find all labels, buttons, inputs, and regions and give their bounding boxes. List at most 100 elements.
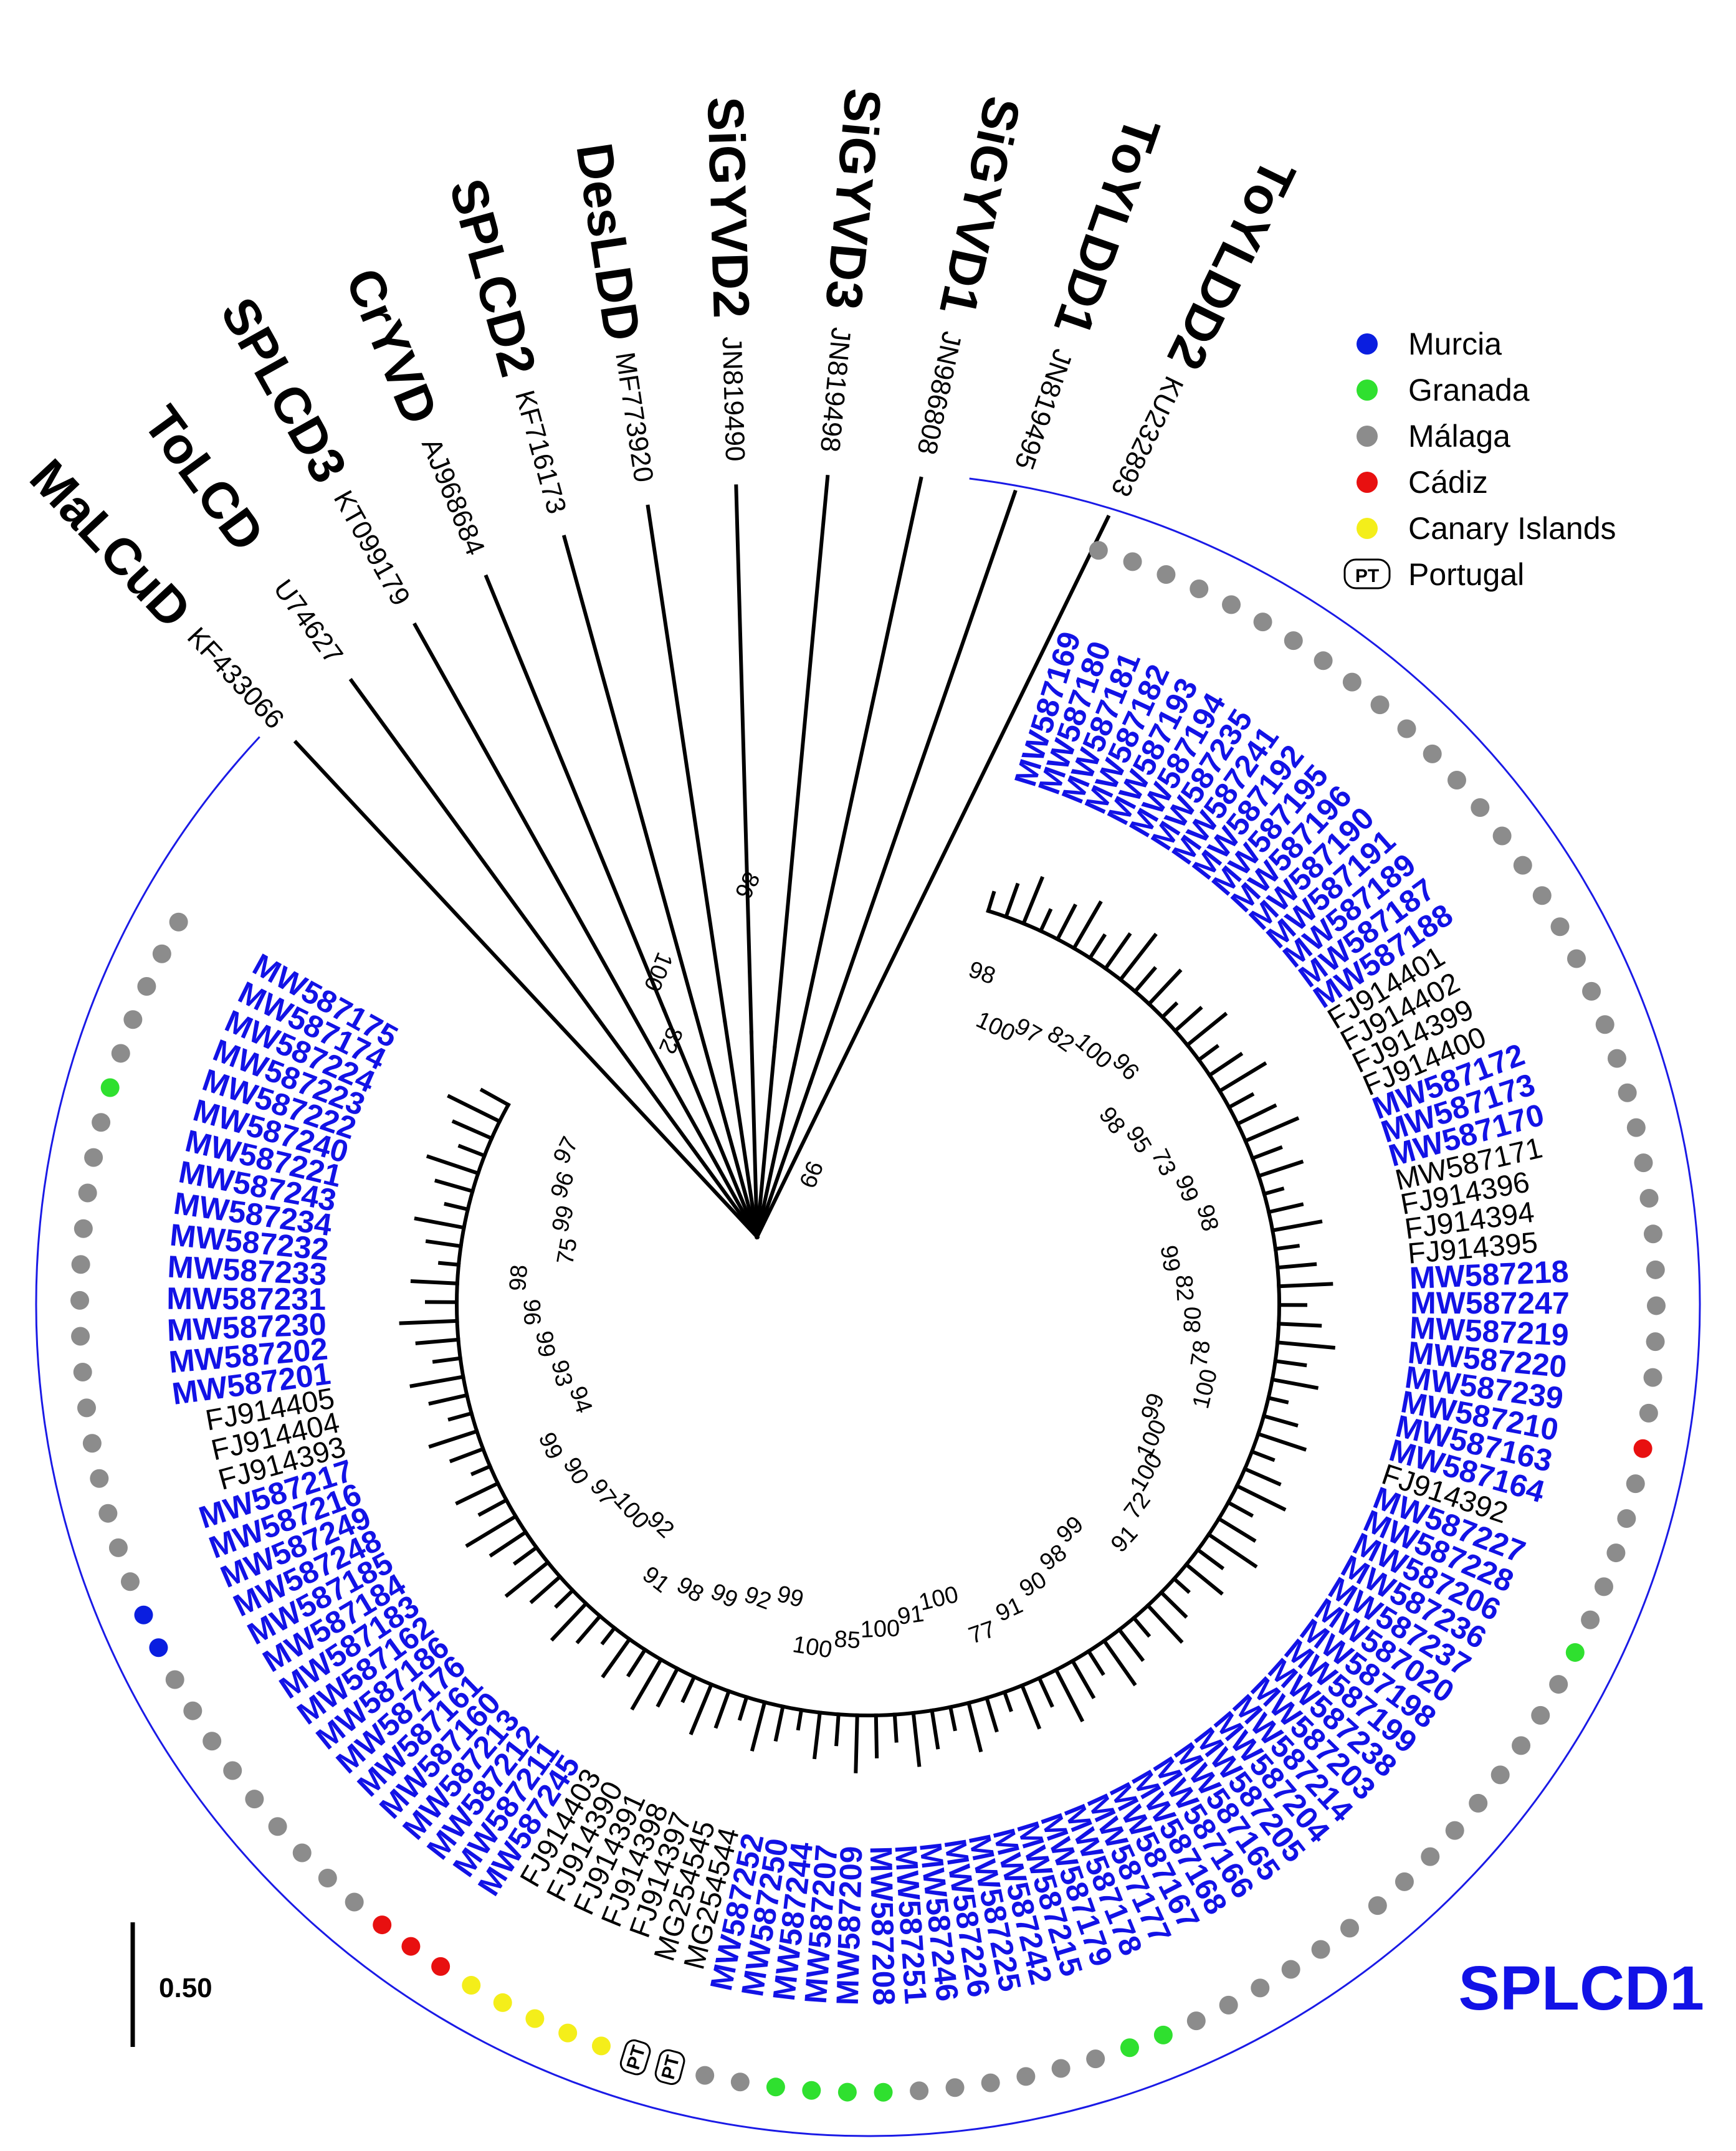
leaf-branch: [1195, 1547, 1225, 1570]
legend-dot: [1357, 426, 1378, 447]
clade-arc: [35, 477, 1701, 2137]
leaf-branch: [1206, 1532, 1258, 1569]
legend-item: Granada: [1357, 373, 1530, 408]
location-dot: [373, 1915, 392, 1935]
location-dot: [108, 1538, 128, 1557]
clade-label-splcd1: SPLCD1: [1458, 1953, 1704, 2023]
legend-label: Granada: [1408, 373, 1530, 408]
outgroup-accession: JN819495: [1008, 345, 1078, 474]
legend-dot: [1357, 333, 1378, 355]
outgroup-bootstrap: 100: [639, 948, 678, 995]
leaf-label: MW587247: [1410, 1285, 1570, 1320]
location-dot: [1469, 1793, 1488, 1813]
leaf-branch: [1172, 1006, 1203, 1034]
location-dot: [134, 1605, 153, 1624]
leaf-branch: [1183, 1562, 1224, 1596]
location-dot: [1567, 949, 1586, 968]
leaf-branch: [911, 1710, 922, 1767]
location-dot: [1089, 541, 1108, 560]
leaf-branch: [626, 1647, 648, 1678]
leaf-label: MW587209: [830, 1846, 869, 2006]
portugal-badge-box: [619, 2039, 651, 2076]
location-dot: [874, 2082, 893, 2102]
leaf-branch: [512, 1545, 540, 1566]
location-dot: [1490, 1765, 1510, 1785]
outgroup-accession: KF716173: [509, 387, 572, 517]
location-dot: [1368, 1896, 1387, 1915]
location-dot: [591, 2036, 611, 2056]
leaf-branch: [689, 1682, 714, 1735]
location-dot: [1626, 1474, 1645, 1494]
leaf-branch: [447, 1094, 502, 1124]
location-dot: [1646, 1296, 1666, 1315]
leaf-branch: [410, 1279, 459, 1285]
outgroup-name: ToYLDD2: [1156, 150, 1306, 378]
legend-label: Málaga: [1408, 419, 1510, 454]
location-dot: [1594, 1577, 1613, 1596]
location-dot: [1634, 1153, 1653, 1173]
bootstrap-label: 96: [546, 1168, 580, 1202]
outgroup-branch: [293, 740, 565, 1030]
location-dot: [766, 2077, 785, 2097]
location-dot: [345, 1892, 364, 1912]
location-dot: [1617, 1509, 1636, 1528]
legend-dot: [1357, 379, 1378, 401]
leaf-branch: [834, 1712, 841, 1747]
location-dot: [1421, 1847, 1440, 1866]
leaf-branch: [630, 1657, 664, 1711]
location-dot: [73, 1363, 92, 1382]
outgroup-stem: [749, 1031, 760, 1239]
outgroup-accession: MF773920: [609, 350, 659, 484]
outgroup-accession: U74627: [267, 574, 348, 669]
outgroup-stem: [593, 1013, 760, 1240]
location-dot: [1051, 2059, 1071, 2078]
location-dot: [1284, 631, 1303, 651]
bootstrap-label: 77: [965, 1616, 999, 1649]
outgroup-branch: [413, 622, 634, 1013]
location-dot: [1153, 2025, 1173, 2044]
location-dot: [1633, 1439, 1653, 1458]
portugal-badge: PT: [619, 2039, 651, 2076]
location-dot: [1157, 565, 1176, 584]
bootstrap-label: 96: [518, 1299, 545, 1325]
portugal-legend-badge: [1343, 558, 1391, 589]
location-dot: [74, 1219, 93, 1238]
bootstrap-label: 99: [547, 1203, 579, 1235]
outgroup-bootstrap: 86: [730, 867, 765, 902]
bootstrap-label: 95: [1120, 1122, 1157, 1158]
location-dot: [1222, 595, 1241, 614]
outgroup-stem: [627, 1008, 760, 1240]
leaf-branch: [1002, 1689, 1013, 1712]
leaf-branch: [984, 1696, 999, 1733]
leaf-branch: [1171, 1576, 1191, 1594]
bootstrap-label: 93: [546, 1358, 577, 1389]
leaf-branch: [1021, 875, 1045, 926]
legend-label: Cádiz: [1408, 465, 1488, 500]
bootstrap-label: 80: [1179, 1306, 1206, 1333]
location-dot: [169, 912, 188, 932]
leaf-branch: [773, 1704, 785, 1742]
legend-label: Portugal: [1408, 557, 1524, 592]
location-dot: [558, 2023, 578, 2043]
leaf-branch: [434, 1178, 475, 1194]
location-dot: [1639, 1189, 1659, 1208]
leaf-branch: [1216, 1516, 1257, 1543]
outgroup-name: ToLCD: [133, 396, 275, 561]
location-dot: [1513, 856, 1532, 875]
location-dot: [78, 1183, 97, 1203]
location-dot: [1086, 2049, 1105, 2069]
leaf-branch: [428, 1393, 469, 1406]
leaf-branch: [986, 890, 996, 913]
bootstrap-label: 99: [707, 1578, 742, 1613]
leaf-branch: [425, 1239, 463, 1249]
leaf-branch: [399, 1319, 459, 1325]
bootstrap-label: 97: [1010, 1013, 1046, 1049]
location-dot: [100, 1078, 120, 1097]
leaf-branch: [1087, 933, 1107, 961]
outgroup-branch: [820, 515, 1111, 1105]
leaf-branch: [796, 1707, 804, 1731]
location-dot: [165, 1670, 184, 1689]
